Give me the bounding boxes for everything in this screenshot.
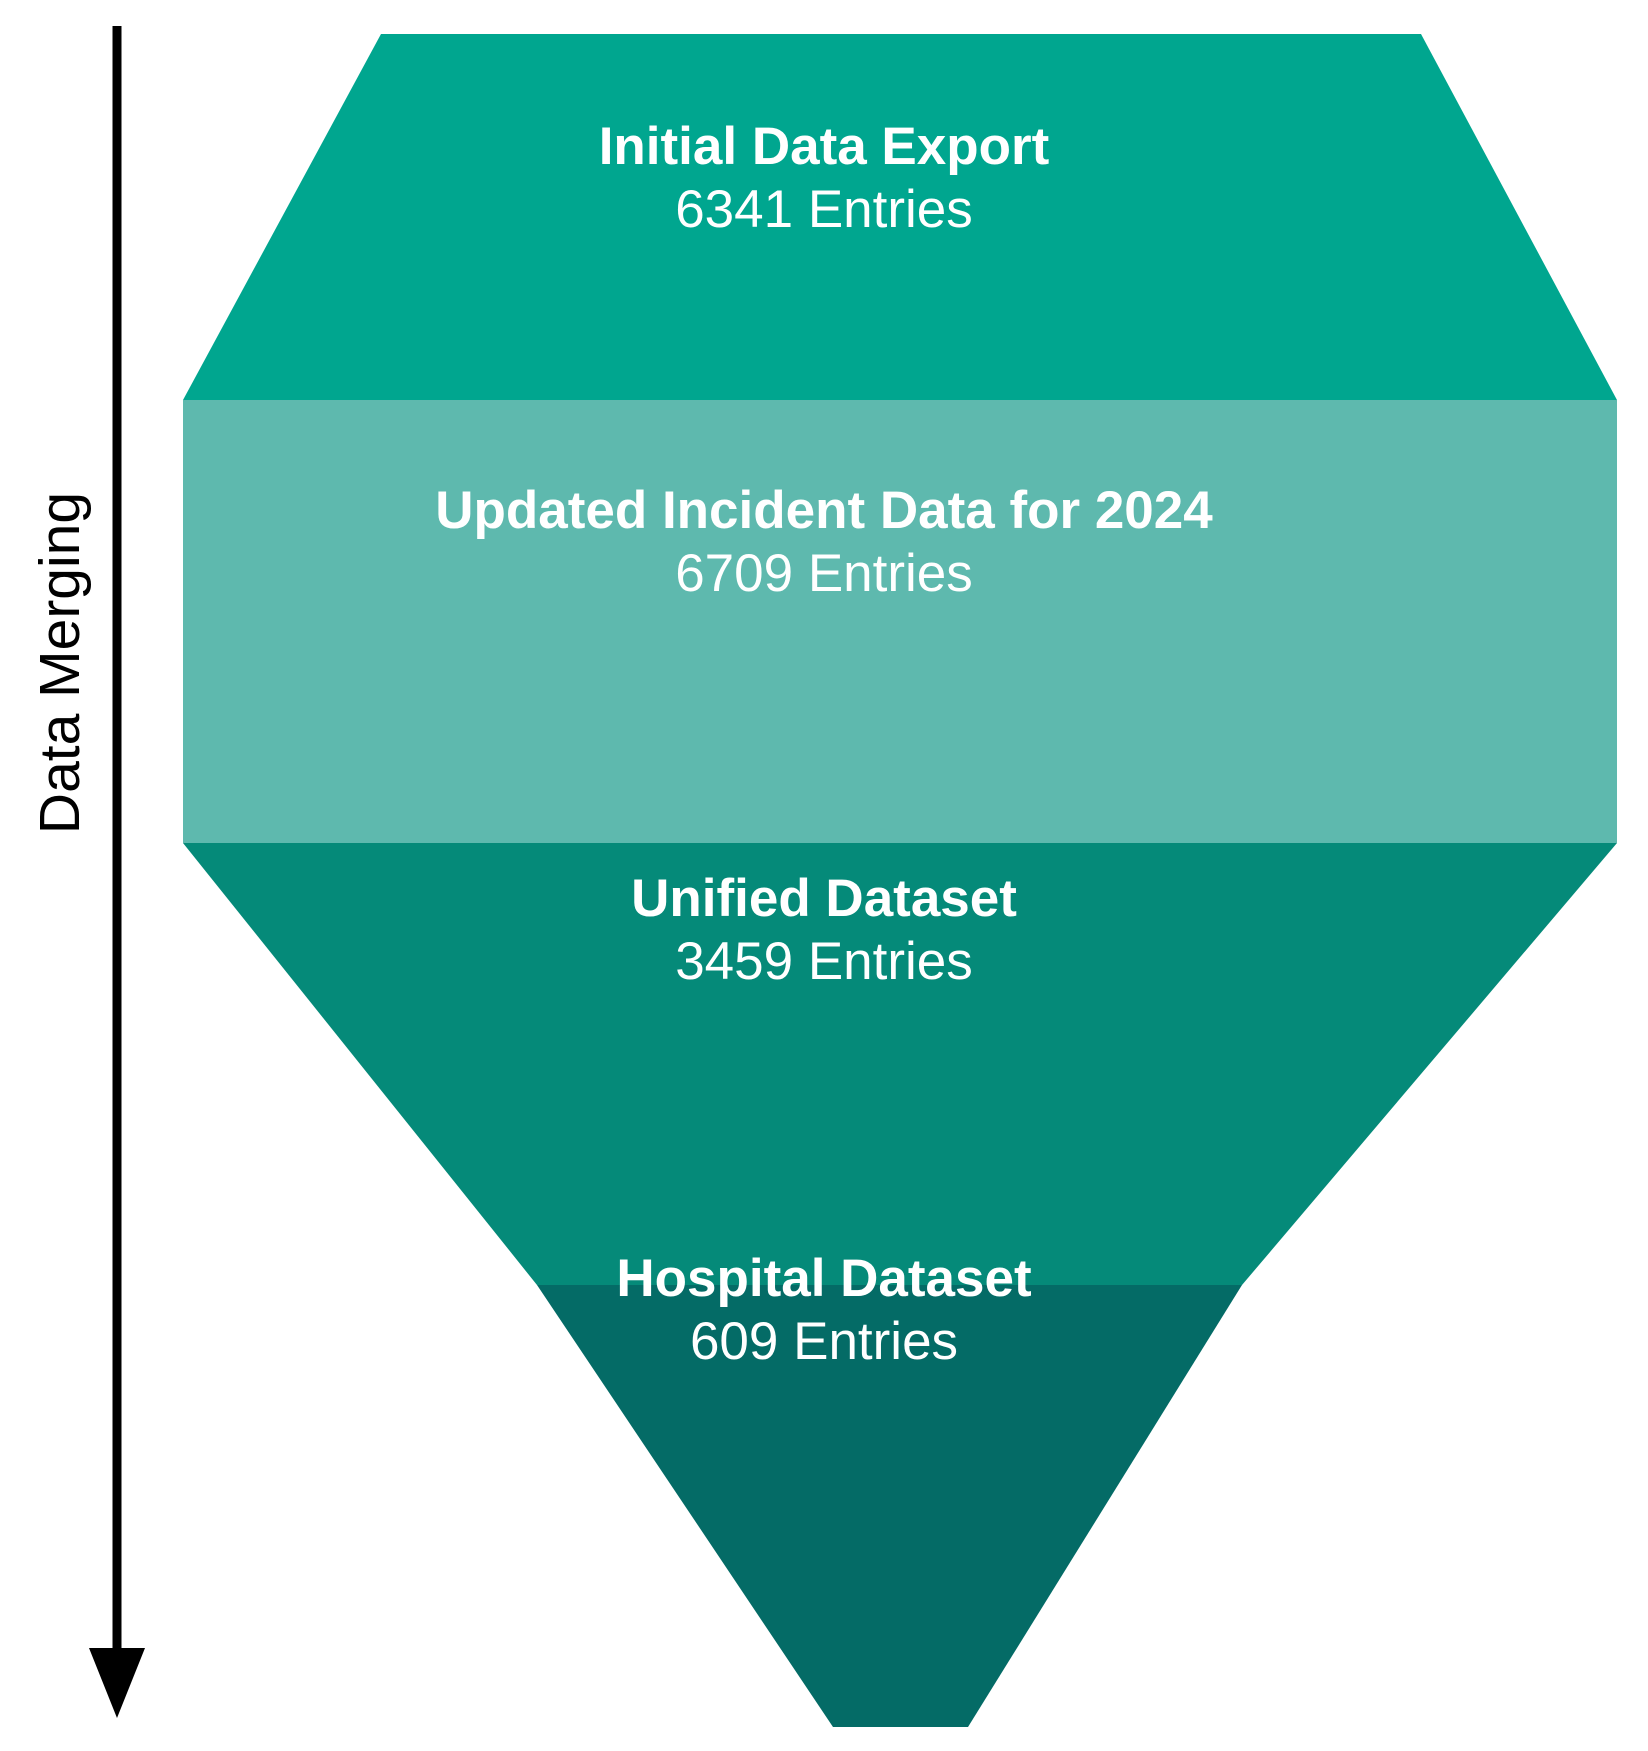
axis-group: Data Merging [0,0,200,1751]
funnel-segment-hospital-dataset[interactable] [537,1285,1242,1727]
funnel-segment-unified-dataset[interactable] [183,843,1617,1285]
funnel-segment-updated-incident-data[interactable] [183,400,1617,843]
funnel-segment-initial-data-export[interactable] [183,34,1617,400]
down-arrow-icon [89,26,145,1718]
